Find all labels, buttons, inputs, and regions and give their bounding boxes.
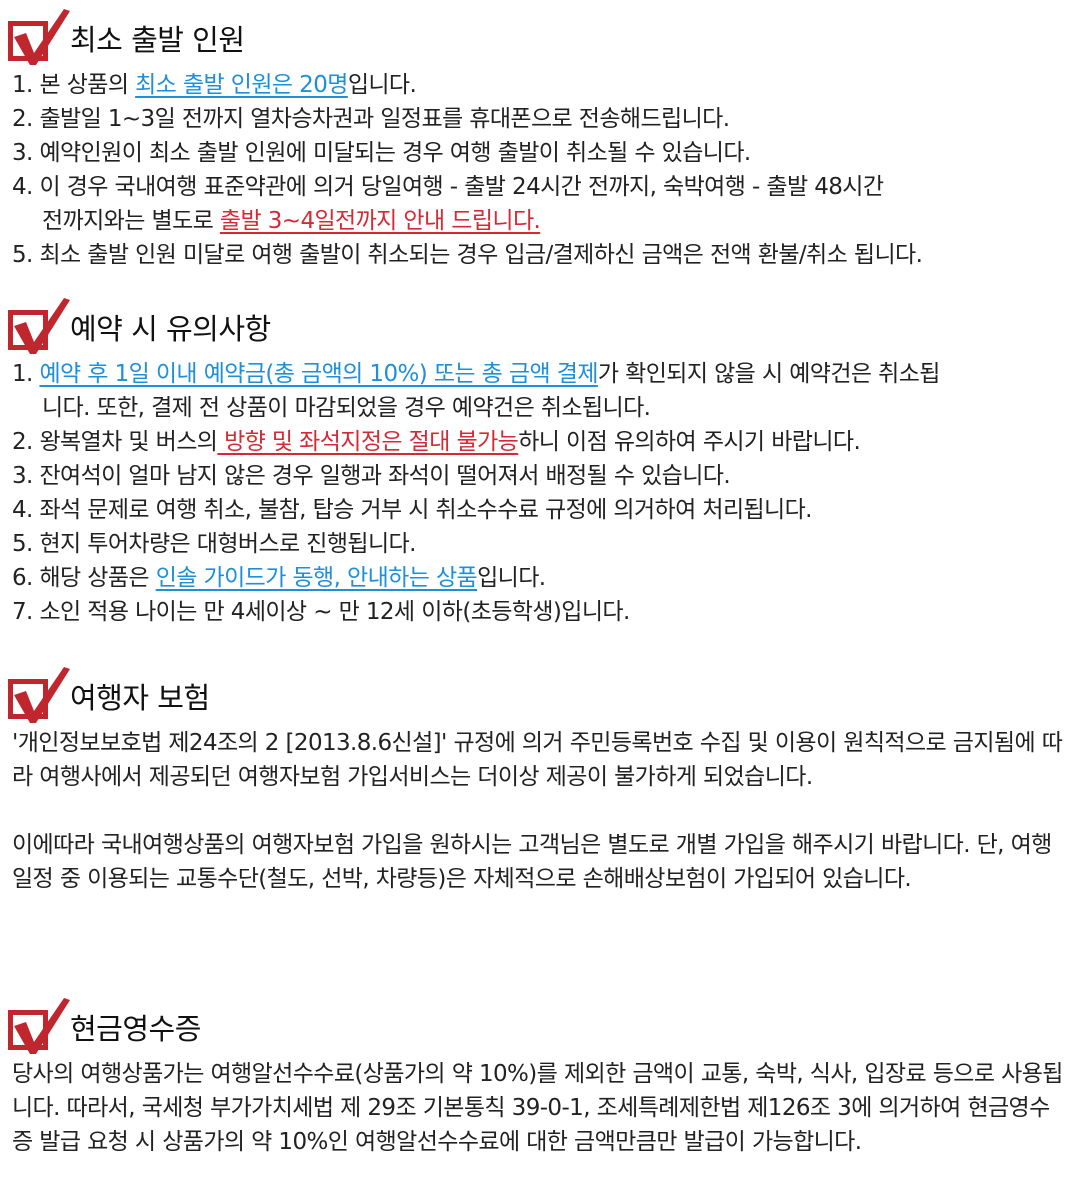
highlight-text-blue: 예약 후 1일 이내 예약금(총 금액의 10%) 또는 총 금액 결제 [39, 361, 598, 387]
text: 4. 이 경우 국내여행 표준약관에 의거 당일여행 - 출발 24시간 전까지… [12, 174, 884, 200]
text: 하니 이점 유의하여 주시기 바랍니다. [518, 429, 861, 455]
list-item-line: 니다. 또한, 결제 전 상품이 마감되었을 경우 예약건은 취소됩니다. [0, 391, 1080, 425]
checkbox-icon [6, 667, 70, 725]
highlight-text-blue: 최소 출발 인원은 20명 [135, 72, 348, 98]
text: 입니다. [477, 565, 546, 591]
section-heading: 여행자 보험 [6, 666, 1080, 726]
section-heading: 최소 출발 인원 [6, 8, 1080, 68]
text: 입니다. [347, 72, 417, 98]
section-title: 예약 시 유의사항 [70, 312, 271, 346]
list-item-line: 7. 소인 적용 나이는 만 4세이상 ~ 만 12세 이하(초등학생)입니다. [0, 595, 1080, 629]
list-item-line: 5. 최소 출발 인원 미달로 여행 출발이 취소되는 경우 입금/결제하신 금… [0, 238, 1080, 272]
numbered-list: 1. 예약 후 1일 이내 예약금(총 금액의 10%) 또는 총 금액 결제가… [0, 357, 1080, 629]
text: 전까지와는 별도로 [42, 208, 220, 234]
paragraph: 이에따라 국내여행상품의 여행자보험 가입을 원하시는 고객님은 별도로 개별 … [12, 832, 1052, 892]
section-heading: 예약 시 유의사항 [6, 297, 1080, 357]
checkbox-icon [6, 9, 70, 67]
text: 가 확인되지 않을 시 예약건은 취소됩 [597, 361, 941, 387]
text: 3. 잔여석이 얼마 남지 않은 경우 일행과 좌석이 떨어져서 배정될 수 있… [12, 463, 731, 489]
text: 5. 현지 투어차량은 대형버스로 진행됩니다. [12, 531, 416, 557]
text: 2. 출발일 1~3일 전까지 열차승차권과 일정표를 휴대폰으로 전송해드립니… [12, 106, 730, 132]
checkbox-icon [6, 998, 70, 1056]
highlight-text-red: 방향 및 좌석지정은 절대 불가능 [217, 429, 519, 455]
list-item-line: 1. 예약 후 1일 이내 예약금(총 금액의 10%) 또는 총 금액 결제가… [0, 357, 1080, 391]
paragraph: '개인정보보호법 제24조의 2 [2013.8.6신설]' 규정에 의거 주민… [12, 730, 1063, 790]
section-heading: 현금영수증 [6, 997, 1080, 1057]
text: 1. 본 상품의 [12, 72, 136, 98]
list-item-line: 2. 출발일 1~3일 전까지 열차승차권과 일정표를 휴대폰으로 전송해드립니… [0, 102, 1080, 136]
section-3: 여행자 보험 '개인정보보호법 제24조의 2 [2013.8.6신설]' 규정에… [0, 666, 1080, 896]
list-item-line: 6. 해당 상품은 인솔 가이드가 동행, 안내하는 상품입니다. [0, 561, 1080, 595]
list-item-line: 3. 잔여석이 얼마 남지 않은 경우 일행과 좌석이 떨어져서 배정될 수 있… [0, 459, 1080, 493]
highlight-text-red: 출발 3~4일전까지 안내 드립니다. [219, 208, 541, 234]
text: 2. 왕복열차 및 버스의 [12, 429, 218, 455]
text: 7. 소인 적용 나이는 만 4세이상 ~ 만 12세 이하(초등학생)입니다. [12, 599, 630, 625]
list-item-line: 5. 현지 투어차량은 대형버스로 진행됩니다. [0, 527, 1080, 561]
section-2: 예약 시 유의사항 1. 예약 후 1일 이내 예약금(총 금액의 10%) 또는… [0, 297, 1080, 629]
numbered-list: 1. 본 상품의 최소 출발 인원은 20명입니다. 2. 출발일 1~3일 전까… [0, 68, 1080, 272]
list-item-line: 2. 왕복열차 및 버스의 방향 및 좌석지정은 절대 불가능하니 이점 유의하… [0, 425, 1080, 459]
paragraph: 당사의 여행상품가는 여행알선수수료(상품가의 약 10%)를 제외한 금액이 … [12, 1061, 1063, 1155]
list-item-line: 4. 좌석 문제로 여행 취소, 불참, 탑승 거부 시 취소수수료 규정에 의… [0, 493, 1080, 527]
text: 4. 좌석 문제로 여행 취소, 불참, 탑승 거부 시 취소수수료 규정에 의… [12, 497, 812, 523]
section-title: 최소 출발 인원 [70, 23, 245, 57]
list-item-line: 4. 이 경우 국내여행 표준약관에 의거 당일여행 - 출발 24시간 전까지… [0, 170, 1080, 204]
highlight-text-blue: 인솔 가이드가 동행, 안내하는 상품 [155, 565, 478, 591]
text: 1. [12, 361, 40, 387]
section-1: 최소 출발 인원 1. 본 상품의 최소 출발 인원은 20명입니다. 2. 출발일… [0, 8, 1080, 272]
text: 6. 해당 상품은 [12, 565, 156, 591]
checkbox-icon [6, 298, 70, 356]
text: 니다. 또한, 결제 전 상품이 마감되었을 경우 예약건은 취소됩니다. [42, 395, 651, 421]
list-item-line: 1. 본 상품의 최소 출발 인원은 20명입니다. [0, 68, 1080, 102]
text: 5. 최소 출발 인원 미달로 여행 출발이 취소되는 경우 입금/결제하신 금… [12, 242, 923, 268]
section-title: 현금영수증 [70, 1012, 201, 1046]
text: 3. 예약인원이 최소 출발 인원에 미달되는 경우 여행 출발이 취소될 수 … [12, 140, 751, 166]
list-item-line: 전까지와는 별도로 출발 3~4일전까지 안내 드립니다. [0, 204, 1080, 238]
list-item-line: 3. 예약인원이 최소 출발 인원에 미달되는 경우 여행 출발이 취소될 수 … [0, 136, 1080, 170]
section-title: 여행자 보험 [70, 681, 210, 715]
